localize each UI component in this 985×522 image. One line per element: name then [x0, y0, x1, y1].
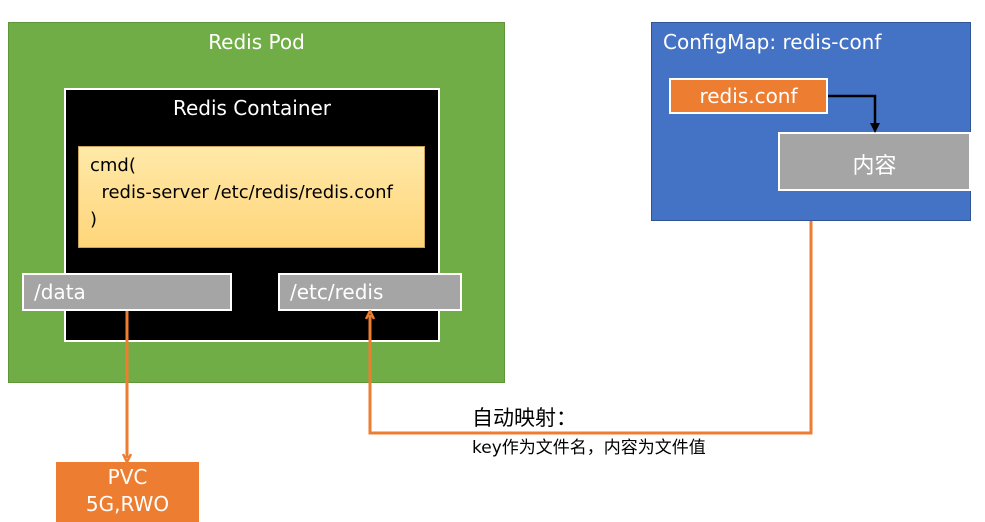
mount-data-label: /data: [22, 273, 232, 311]
cmd-line-3: ): [90, 209, 98, 230]
cmd-line-1: cmd(: [90, 155, 136, 176]
redis-container-title: Redis Container: [172, 96, 332, 120]
key-to-value-arrow: [828, 94, 880, 133]
configmap-to-etc-redis-arrow: [370, 221, 813, 435]
pvc-box: PVC 5G,RWO: [56, 462, 199, 522]
cmd-line-2: redis-server /etc/redis/redis.conf: [90, 182, 393, 203]
configmap-value-box: 内容: [778, 132, 971, 191]
cmd-box: cmd( redis-server /etc/redis/redis.conf …: [78, 146, 425, 248]
pvc-name: PVC: [107, 465, 148, 489]
configmap-key-box: redis.conf: [669, 78, 828, 114]
configmap-title: ConfigMap: redis-conf: [663, 30, 882, 54]
mount-etc-redis-label: /etc/redis: [278, 273, 462, 311]
annotation-body: key作为文件名，内容为文件值: [472, 438, 706, 458]
pvc-spec: 5G,RWO: [85, 492, 170, 516]
annotation-title: 自动映射：: [472, 406, 577, 430]
redis-pod-title: Redis Pod: [208, 30, 305, 54]
